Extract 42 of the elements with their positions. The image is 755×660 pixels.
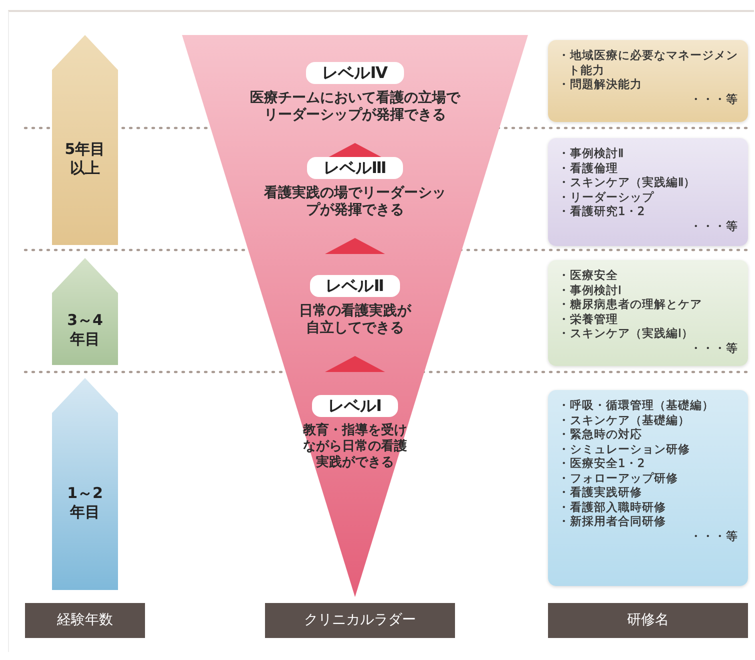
course-item: ・呼吸・循環管理（基礎編） — [558, 398, 715, 412]
years-label: 3～4年目 — [66, 311, 104, 349]
course-item: ・新採用者合同研修 — [558, 514, 667, 528]
course-item: ・栄養管理 — [558, 312, 619, 326]
course-item: ・スキンケア（実践編Ⅰ） — [558, 326, 694, 340]
level-label: レベルⅡ — [310, 275, 400, 297]
course-item: ・緊急時の対応 — [558, 427, 643, 442]
course-item: ・事例検討Ⅰ — [558, 282, 622, 297]
course-card — [548, 260, 748, 366]
etc-note: ・・・等 — [689, 528, 738, 543]
course-card — [548, 40, 748, 122]
course-item: ・看護倫理 — [558, 160, 619, 175]
column-header: 研修名 — [548, 603, 748, 638]
level-description: 日常の看護実践が自立してできる — [298, 303, 412, 337]
column-header: クリニカルラダー — [265, 603, 455, 638]
course-item: ・スキンケア（実践編Ⅱ） — [558, 175, 697, 190]
etc-note: ・・・等 — [689, 218, 738, 233]
course-item: ・シミュレーション研修 — [558, 442, 691, 456]
level-label: レベルⅣ — [306, 62, 404, 84]
course-card — [548, 138, 748, 246]
course-item: ・地域医療に必要なマネージメント能力 — [558, 48, 738, 77]
course-item: ・事例検討Ⅱ — [558, 146, 625, 160]
level-label: レベルⅢ — [307, 157, 403, 179]
course-item: ・糖尿病患者の理解とケア — [558, 297, 703, 312]
etc-note: ・・・等 — [689, 92, 738, 106]
course-item: ・リーダーシップ — [558, 190, 655, 204]
course-item: ・看護実践研修 — [558, 485, 643, 500]
years-label: 1～2年目 — [66, 484, 104, 522]
course-item: ・問題解決能力 — [558, 77, 643, 92]
course-item: ・フォローアップ研修 — [558, 470, 679, 485]
course-item: ・スキンケア（基礎編） — [558, 412, 691, 427]
course-card — [548, 390, 748, 586]
level-description: 医療チームにおいて看護の立場でリーダーシップが発揮できる — [249, 90, 462, 124]
etc-note: ・・・等 — [689, 340, 738, 355]
course-item: ・医療安全1・2 — [558, 456, 646, 470]
course-item: ・看護部入職時研修 — [558, 500, 667, 514]
course-item: ・医療安全 — [558, 268, 619, 282]
years-label: 5年目以上 — [64, 140, 106, 178]
course-item: ・看護研究1・2 — [558, 204, 646, 218]
level-description: 看護実践の場でリーダーシップが発揮できる — [262, 185, 447, 219]
level-label: レベルⅠ — [312, 395, 398, 417]
column-header: 経験年数 — [25, 603, 145, 638]
